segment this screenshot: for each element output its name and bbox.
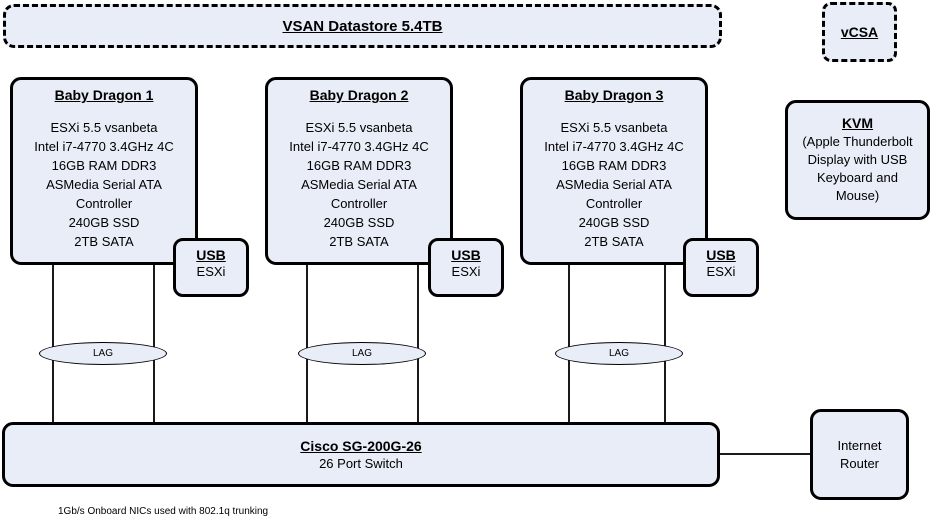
lag-label: LAG	[608, 348, 629, 359]
switch-subtitle: 26 Port Switch	[319, 456, 403, 471]
kvm-description-line: (Apple Thunderbolt	[802, 134, 913, 149]
host-spec: 240GB SSD	[323, 215, 395, 230]
lag-label: LAG	[92, 348, 113, 359]
host-spec: 240GB SSD	[578, 215, 650, 230]
uplink-line-host2-a	[306, 264, 308, 423]
host-spec: Intel i7-4770 3.4GHz 4C	[289, 139, 429, 154]
host-spec: Controller	[330, 196, 388, 211]
host-spec: Controller	[585, 196, 643, 211]
host-spec: ASMedia Serial ATA	[46, 177, 162, 192]
vsan-datastore-box: VSAN Datastore 5.4TB	[3, 4, 722, 48]
host-spec: 16GB RAM DDR3	[561, 158, 667, 173]
usb-boot-box-1: USB ESXi	[173, 238, 249, 297]
lag-ellipse-3: LAG	[555, 342, 683, 365]
uplink-line-host3-a	[568, 264, 570, 423]
host-spec: 2TB SATA	[584, 234, 644, 249]
uplink-line-host1-a	[52, 264, 54, 423]
kvm-title: KVM	[841, 115, 874, 131]
usb-title: USB	[706, 247, 736, 263]
router-label-line: Router	[839, 455, 880, 471]
usb-os-label: ESXi	[706, 264, 736, 279]
host-spec: 16GB RAM DDR3	[51, 158, 157, 173]
host-spec: 16GB RAM DDR3	[306, 158, 412, 173]
kvm-box: KVM (Apple Thunderbolt Display with USB …	[785, 100, 930, 220]
usb-title: USB	[451, 247, 481, 263]
host-spec: Intel i7-4770 3.4GHz 4C	[34, 139, 174, 154]
host-box-baby-dragon-2: Baby Dragon 2 ESXi 5.5 vsanbeta Intel i7…	[265, 77, 453, 265]
kvm-description-line: Keyboard and	[817, 170, 898, 185]
host-spec: 240GB SSD	[68, 215, 140, 230]
usb-boot-box-2: USB ESXi	[428, 238, 504, 297]
host-spec: Controller	[75, 196, 133, 211]
host-spec: Intel i7-4770 3.4GHz 4C	[544, 139, 684, 154]
nic-footnote: 1Gb/s Onboard NICs used with 802.1q trun…	[58, 506, 269, 517]
lag-ellipse-2: LAG	[298, 342, 426, 365]
host-spec: ESXi 5.5 vsanbeta	[305, 120, 413, 135]
host-box-baby-dragon-3: Baby Dragon 3 ESXi 5.5 vsanbeta Intel i7…	[520, 77, 708, 265]
host-box-baby-dragon-1: Baby Dragon 1 ESXi 5.5 vsanbeta Intel i7…	[10, 77, 198, 265]
host-title: Baby Dragon 3	[564, 87, 664, 103]
host-spec: 2TB SATA	[74, 234, 134, 249]
vcsa-box: vCSA	[822, 2, 897, 62]
usb-title: USB	[196, 247, 226, 263]
switch-box: Cisco SG-200G-26 26 Port Switch	[2, 422, 720, 487]
host-spec: ESXi 5.5 vsanbeta	[560, 120, 668, 135]
internet-router-box: Internet Router	[810, 409, 909, 500]
lag-label: LAG	[351, 348, 372, 359]
usb-os-label: ESXi	[196, 264, 226, 279]
host-spec: ASMedia Serial ATA	[301, 177, 417, 192]
uplink-line-host2-b	[417, 264, 419, 423]
usb-boot-box-3: USB ESXi	[683, 238, 759, 297]
vcsa-title: vCSA	[840, 24, 879, 40]
uplink-line-host3-b	[664, 264, 666, 423]
router-label-line: Internet	[837, 437, 882, 453]
switch-title: Cisco SG-200G-26	[300, 438, 422, 454]
host-spec: ESXi 5.5 vsanbeta	[50, 120, 158, 135]
lag-ellipse-1: LAG	[39, 342, 167, 365]
host-title: Baby Dragon 2	[309, 87, 409, 103]
kvm-description-line: Mouse)	[835, 188, 880, 203]
kvm-description-line: Display with USB	[807, 152, 908, 167]
host-spec: ASMedia Serial ATA	[556, 177, 672, 192]
vsan-datastore-title: VSAN Datastore 5.4TB	[282, 17, 443, 35]
switch-router-line	[720, 453, 810, 455]
host-spec: 2TB SATA	[329, 234, 389, 249]
usb-os-label: ESXi	[451, 264, 481, 279]
uplink-line-host1-b	[153, 264, 155, 423]
host-title: Baby Dragon 1	[54, 87, 154, 103]
